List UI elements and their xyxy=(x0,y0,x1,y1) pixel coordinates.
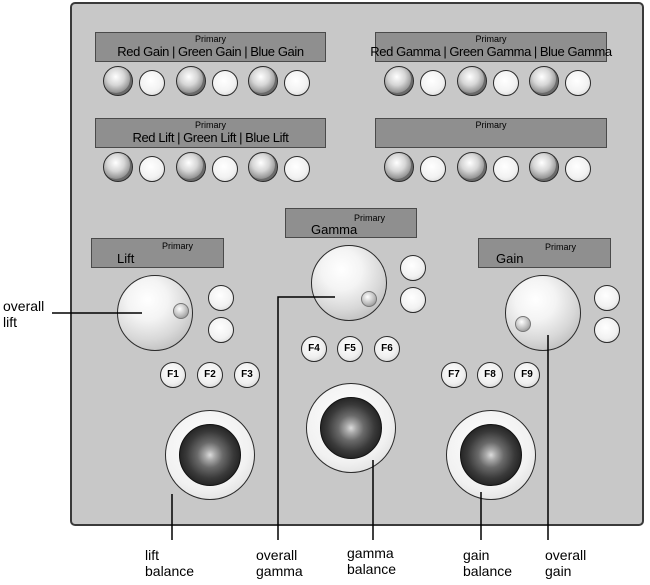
gain-label: Gain xyxy=(496,251,524,266)
gain-display: Primary Gain xyxy=(478,238,611,268)
f5-button[interactable]: F5 xyxy=(337,336,363,362)
button-5[interactable] xyxy=(493,156,519,182)
gain-button-upper[interactable] xyxy=(594,285,620,311)
red-gain-button[interactable] xyxy=(139,70,165,96)
green-gain-label: Green Gain xyxy=(178,44,242,59)
knob-5[interactable] xyxy=(457,152,487,182)
green-lift-knob[interactable] xyxy=(176,152,206,182)
f7-button[interactable]: F7 xyxy=(441,362,467,388)
gain-balance-trackball-ring[interactable] xyxy=(446,410,536,500)
red-gamma-button[interactable] xyxy=(420,70,446,96)
primary-blank-display: Primary xyxy=(375,118,607,148)
wheel-dimple xyxy=(361,291,377,307)
primary-label: Primary xyxy=(162,241,193,251)
gamma-balance-trackball[interactable] xyxy=(320,397,382,459)
display-mode-label: Primary xyxy=(475,120,507,130)
display-mode-label: Primary xyxy=(195,120,226,130)
wheel-dimple xyxy=(173,303,189,319)
lift-balance-trackball[interactable] xyxy=(179,424,241,486)
green-lift-label: Green Lift xyxy=(183,130,237,145)
gain-balance-trackball[interactable] xyxy=(460,424,522,486)
red-gamma-label: Red Gamma xyxy=(370,44,441,59)
f4-button[interactable]: F4 xyxy=(301,336,327,362)
gamma-balance-trackball-ring[interactable] xyxy=(306,383,396,473)
overall-lift-callout: overall lift xyxy=(3,298,45,330)
knob-6[interactable] xyxy=(529,152,559,182)
primary-label: Primary xyxy=(545,242,576,252)
green-gamma-label: Green Gamma xyxy=(449,44,531,59)
green-gain-button[interactable] xyxy=(212,70,238,96)
overall-lift-wheel[interactable] xyxy=(117,275,193,351)
overall-gamma-callout: overall gamma xyxy=(256,547,303,579)
f1-button[interactable]: F1 xyxy=(160,362,186,388)
blue-gamma-button[interactable] xyxy=(565,70,591,96)
red-gain-knob[interactable] xyxy=(103,66,133,96)
green-gain-knob[interactable] xyxy=(176,66,206,96)
overall-gamma-wheel[interactable] xyxy=(311,245,387,321)
red-gain-label: Red Gain xyxy=(117,44,170,59)
gamma-balance-callout: gamma balance xyxy=(347,545,397,577)
f8-button[interactable]: F8 xyxy=(477,362,503,388)
gamma-label: Gamma xyxy=(311,222,358,237)
gain-button-lower[interactable] xyxy=(594,317,620,343)
display-mode-label: Primary xyxy=(195,34,226,44)
green-gamma-knob[interactable] xyxy=(457,66,487,96)
display-mode-label: Primary xyxy=(475,34,507,44)
blue-gamma-label: Blue Gamma xyxy=(539,44,612,59)
primary-label: Primary xyxy=(354,213,385,223)
overall-gain-wheel[interactable] xyxy=(505,275,581,351)
gamma-button-upper[interactable] xyxy=(400,255,426,281)
blue-gamma-knob[interactable] xyxy=(529,66,559,96)
primary-gamma-display: Primary Red Gamma | Green Gamma | Blue G… xyxy=(370,32,612,62)
blue-gain-label: Blue Gain xyxy=(250,44,304,59)
f3-button[interactable]: F3 xyxy=(234,362,260,388)
button-4[interactable] xyxy=(420,156,446,182)
gain-balance-callout: gain balance xyxy=(463,547,513,579)
primary-lift-display: Primary Red Lift | Green Lift | Blue Lif… xyxy=(95,118,326,148)
primary-gain-display: Primary Red Gain | Green Gain | Blue Gai… xyxy=(95,32,326,62)
blue-lift-label: Blue Lift xyxy=(245,130,289,145)
blue-gain-knob[interactable] xyxy=(248,66,278,96)
green-gamma-button[interactable] xyxy=(493,70,519,96)
lift-display: Primary Lift xyxy=(91,238,224,268)
red-lift-knob[interactable] xyxy=(103,152,133,182)
knob-4[interactable] xyxy=(384,152,414,182)
f9-button[interactable]: F9 xyxy=(514,362,540,388)
lift-button-lower[interactable] xyxy=(208,317,234,343)
button-6[interactable] xyxy=(565,156,591,182)
lift-button-upper[interactable] xyxy=(208,285,234,311)
lift-balance-callout: lift balance xyxy=(145,547,195,579)
green-lift-button[interactable] xyxy=(212,156,238,182)
blue-lift-knob[interactable] xyxy=(248,152,278,182)
wheel-dimple xyxy=(515,316,531,332)
lift-balance-trackball-ring[interactable] xyxy=(165,410,255,500)
red-gamma-knob[interactable] xyxy=(384,66,414,96)
blue-lift-button[interactable] xyxy=(284,156,310,182)
f6-button[interactable]: F6 xyxy=(374,336,400,362)
red-lift-label: Red Lift xyxy=(132,130,175,145)
red-lift-button[interactable] xyxy=(139,156,165,182)
blue-gain-button[interactable] xyxy=(284,70,310,96)
f2-button[interactable]: F2 xyxy=(197,362,223,388)
lift-label: Lift xyxy=(117,251,135,266)
gamma-button-lower[interactable] xyxy=(400,287,426,313)
gamma-display: Primary Gamma xyxy=(285,208,417,238)
overall-gain-callout: overall gain xyxy=(545,547,587,579)
